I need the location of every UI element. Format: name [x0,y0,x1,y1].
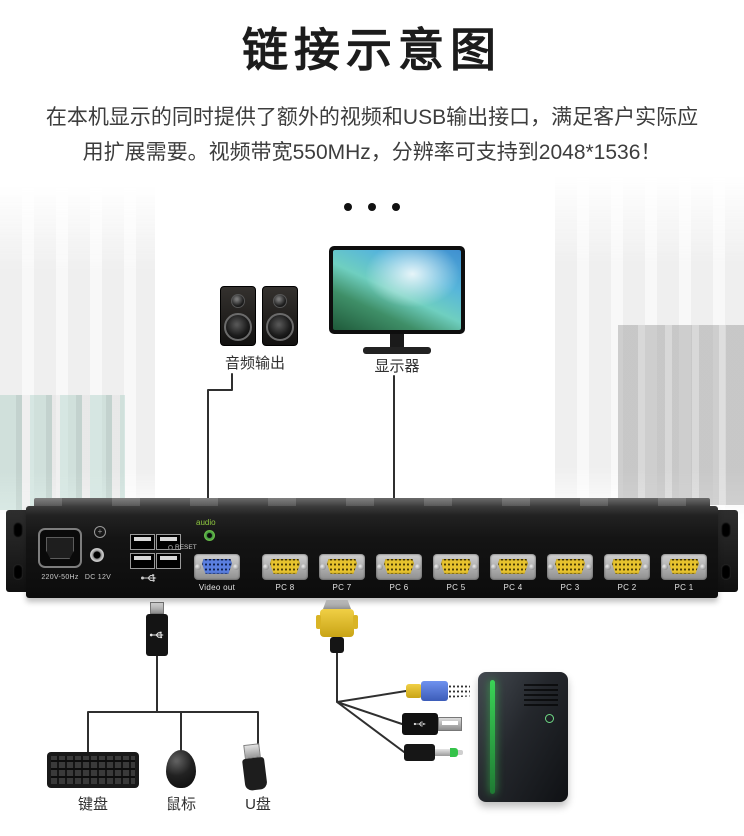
dot-icon [368,203,376,211]
dot-icon [392,203,400,211]
usb-cable-plug [146,602,168,656]
ac-power-inlet [38,528,82,568]
audio-jack-label: audio [196,518,216,527]
dot-icon [344,203,352,211]
kvm-switch-device: 220V-50Hz + DC 12V audio RESET Video out [0,496,744,604]
speaker-woofer [266,313,294,341]
reset-button-label: RESET [168,544,197,551]
monitor-label: 显示器 [374,358,420,375]
vga-port-yellow [547,554,593,580]
vga-connector-body [421,681,448,701]
video-out-port: Video out [194,554,240,592]
monitor-frame [329,246,465,334]
monitor-screen [333,250,461,330]
usb-connector-body [402,713,438,735]
video-out-label: Video out [198,583,236,592]
pc-port-8: PC 8 [262,554,308,592]
vga-cable-sleeve [406,684,422,698]
ac-power-label: 220V-50Hz [41,574,79,581]
keyboard-illustration [47,752,139,788]
vga-connector-tip [448,684,470,698]
vga-cable-plug [316,600,358,653]
device-front-panel: 220V-50Hz + DC 12V audio RESET Video out [26,506,718,598]
vga-port-yellow [319,554,365,580]
usb-icon [413,721,426,727]
speaker-tweeter [231,294,245,308]
vga-port-yellow [490,554,536,580]
description-line-2: 用扩展需要。视频带宽550MHz，分辨率可支持到2048*1536！ [82,141,662,164]
pc-tower-illustration [478,672,568,802]
speaker-tweeter [273,294,287,308]
monitor-base [363,347,431,354]
tower-power-button [545,714,554,723]
vga-plug-body [316,609,358,637]
audio-jack [204,530,215,541]
usb-drive-label: U盘 [245,796,271,813]
dc-power-label: DC 12V [84,574,112,581]
usb-port [130,553,155,569]
audio-connector-body [404,744,435,761]
tower-vents [524,682,558,706]
dc-power-jack [90,548,104,562]
cable-usb-splitter [87,655,259,753]
usb-drive-body [241,756,268,792]
usb-port [156,553,181,569]
usb-icon [141,574,157,582]
vga-plug-metal-tip [323,600,351,609]
pc-port-6: PC 6 [376,554,422,592]
tower-green-accent [490,680,495,794]
pc-port-4: PC 4 [490,554,536,592]
usb-plug-body [146,614,168,656]
keyboard-label: 键盘 [77,796,108,813]
monitor-stand [390,334,404,347]
page-title: 链接示意图 [242,24,502,76]
ground-screw-icon: + [94,526,106,538]
audio-connector-green-ring [450,748,458,757]
usb-icon [149,631,164,639]
mouse-label: 鼠标 [165,796,196,813]
usb-connector-tip [438,717,462,731]
vga-port-yellow [262,554,308,580]
decorative-dots [0,198,744,216]
pc-port-7: PC 7 [319,554,365,592]
speaker-left [220,286,256,346]
description-line-1: 在本机显示的同时提供了额外的视频和USB输出接口，满足客户实际应 [45,106,699,129]
speakers-illustration [220,286,298,346]
pc-port-1: PC 1 [661,554,707,592]
pc-port-3: PC 3 [547,554,593,592]
audio-output-label: 音频输出 [224,355,285,372]
cable-audio-to-device [207,373,233,506]
usb-port [130,534,155,550]
audio-connector-shaft [435,749,450,756]
vga-port-yellow [433,554,479,580]
cable-vga-to-pc [336,647,407,753]
speaker-right [262,286,298,346]
pc-port-5: PC 5 [433,554,479,592]
vga-port-yellow [661,554,707,580]
pc-port-2: PC 2 [604,554,650,592]
monitor-illustration [329,246,465,354]
vga-plug-strain-relief [330,637,344,653]
audio-connector-point [458,750,463,755]
rack-ear-right [714,510,738,592]
vga-port-yellow [376,554,422,580]
mouse-illustration [166,750,196,788]
speaker-woofer [224,313,252,341]
page-description: 在本机显示的同时提供了额外的视频和USB输出接口，满足客户实际应 用扩展需要。视… [0,100,744,170]
vga-port-yellow [604,554,650,580]
vga-port-blue [194,554,240,580]
usb-plug-tip [150,602,164,614]
